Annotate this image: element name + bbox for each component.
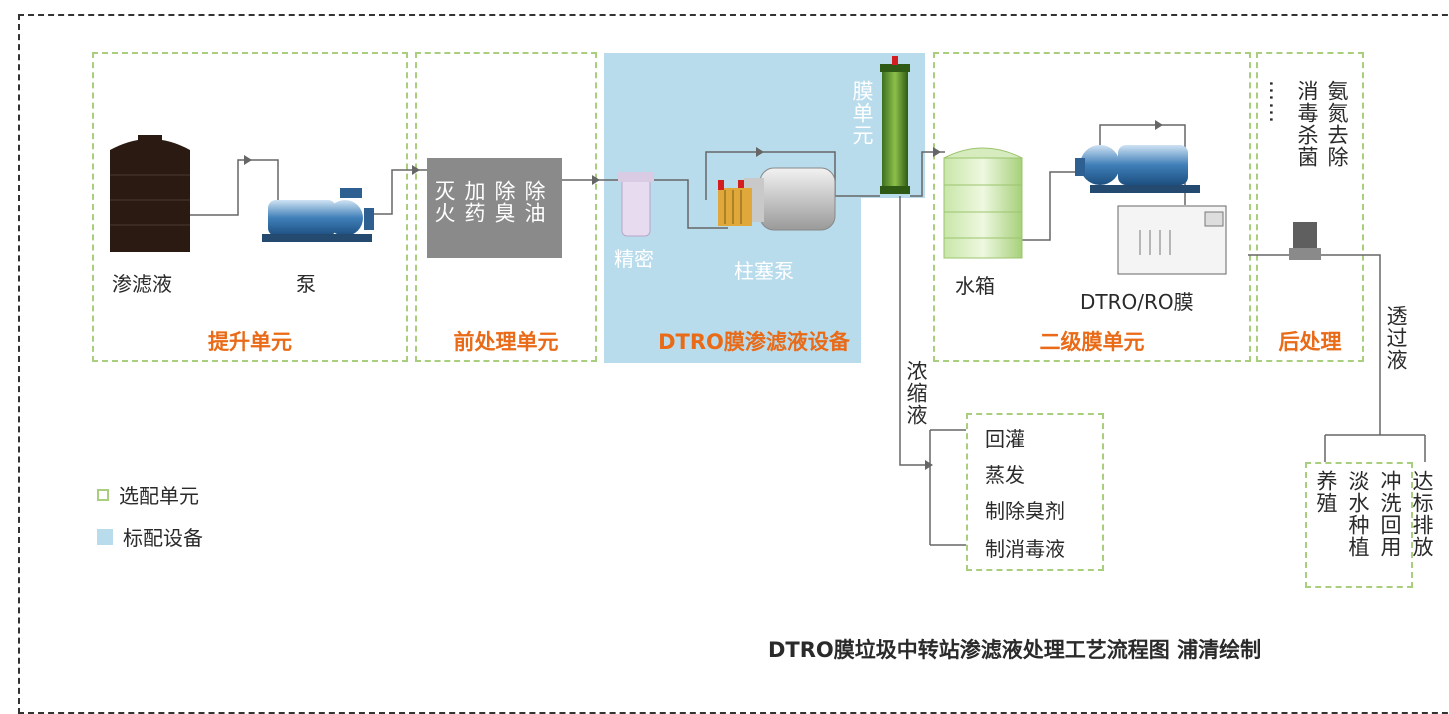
water-tank-icon — [943, 147, 1023, 259]
post-treatment-device-icon — [1289, 222, 1321, 260]
ro-device-icon — [1117, 205, 1227, 275]
permeate-use-reuse: 冲洗回用 — [1378, 470, 1402, 558]
lift-unit-box — [92, 52, 408, 362]
post-unit-title: 后处理 — [1278, 330, 1342, 354]
permeate-uses-box — [1305, 462, 1413, 588]
membrane-column-icon — [880, 56, 910, 194]
legend-standard-label: 标配设备 — [123, 526, 203, 550]
pump-label: 泵 — [296, 272, 316, 296]
permeate-label: 透过液 — [1384, 305, 1408, 371]
concentrate-use-evaporate: 蒸发 — [985, 463, 1025, 487]
dtro-ro-label: DTRO/RO膜 — [1080, 290, 1194, 314]
pretreat-label-dose: 加药 — [462, 180, 486, 224]
lift-unit-title: 提升单元 — [208, 330, 292, 354]
concentrate-use-recharge: 回灌 — [985, 427, 1025, 451]
permeate-use-discharge: 达标排放 — [1410, 470, 1434, 558]
pretreat-label-odor: 除臭 — [492, 180, 516, 224]
pretreat-unit-box — [415, 52, 597, 362]
secondary-unit-box — [933, 52, 1251, 362]
diagram-caption: DTRO膜垃圾中转站渗滤液处理工艺流程图 浦清绘制 — [768, 638, 1262, 662]
secondary-unit-title: 二级膜单元 — [1039, 330, 1145, 354]
legend-standard-swatch — [97, 528, 113, 545]
membrane-unit-label: 膜单元 — [850, 80, 874, 146]
concentrate-label: 浓缩液 — [904, 360, 928, 426]
precision-filter-label: 精密 — [614, 247, 654, 271]
water-tank-label: 水箱 — [955, 274, 995, 298]
leachate-tank-icon — [110, 135, 190, 252]
pretreat-unit-title: 前处理单元 — [453, 330, 559, 354]
pretreat-label-fire: 灭火 — [432, 180, 456, 224]
dtro-unit-title: DTRO膜渗滤液设备 — [658, 330, 850, 354]
flow-diagram — [110, 56, 1426, 546]
legend-optional-label: 选配单元 — [119, 484, 199, 508]
plunger-pump-icon — [718, 167, 836, 231]
precision-filter-icon — [618, 172, 654, 237]
legend-optional: 选配单元 — [97, 480, 199, 509]
plunger-pump-label: 柱塞泵 — [734, 259, 794, 283]
pump-icon — [262, 188, 374, 242]
secondary-pump-icon — [1075, 145, 1200, 193]
pretreat-label-oil: 除油 — [522, 180, 546, 224]
concentrate-use-disinfectant: 制消毒液 — [985, 537, 1065, 561]
post-label-disinfect: 消毒杀菌 — [1295, 80, 1319, 168]
legend-optional-swatch — [97, 488, 109, 501]
concentrate-use-deodorant: 制除臭剂 — [985, 499, 1065, 523]
leachate-label: 渗滤液 — [112, 272, 172, 296]
legend-standard: 标配设备 — [97, 522, 203, 551]
concentrate-uses-box — [966, 413, 1104, 571]
permeate-use-planting: 淡水种植 — [1346, 470, 1370, 558]
post-label-more: …… — [1265, 80, 1289, 124]
pretreat-box: 灭火 加药 除臭 除油 — [427, 158, 562, 258]
post-unit-box — [1256, 52, 1364, 362]
permeate-use-aquaculture: 养殖 — [1314, 470, 1338, 514]
post-label-ammonia: 氨氮去除 — [1325, 80, 1349, 168]
